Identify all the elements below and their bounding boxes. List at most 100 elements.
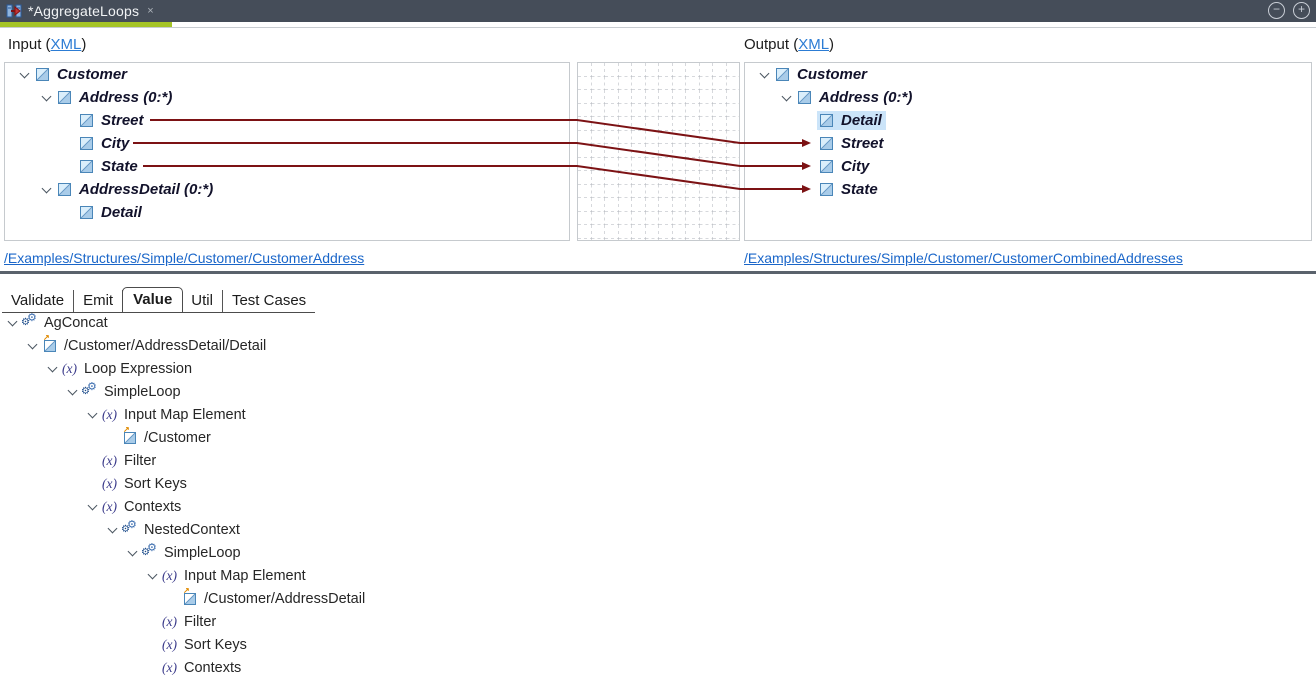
input-tree-item-state[interactable]: State — [5, 155, 569, 178]
value-tree-item-customer-path[interactable]: /Customer — [0, 425, 1316, 449]
fx-icon: (x) — [102, 476, 117, 491]
expand-button[interactable]: + — [1293, 2, 1310, 19]
value-tree-item-sort-keys-2[interactable]: (x) Sort Keys — [0, 633, 1316, 656]
value-tree-item-addressdetail-path[interactable]: /Customer/AddressDetail — [0, 586, 1316, 610]
tree-item-label: /Customer — [144, 429, 211, 446]
tree-item-label: Input Map Element — [184, 567, 306, 584]
input-pane-header: Input (XML) — [8, 36, 86, 53]
input-schema-panel: Customer Address (0:*) Street City State… — [4, 62, 570, 241]
tree-item-label: Customer — [797, 66, 868, 83]
tree-item-label: Sort Keys — [184, 636, 247, 653]
value-tree-item-target-path[interactable]: /Customer/AddressDetail/Detail — [0, 333, 1316, 357]
xml-element-icon — [798, 91, 811, 104]
xml-element-icon — [58, 91, 71, 104]
fx-icon: (x) — [102, 499, 117, 514]
document-tab[interactable]: *AggregateLoops × — [0, 0, 172, 22]
chevron-down-icon[interactable] — [84, 407, 102, 423]
input-tree-item-detail[interactable]: Detail — [5, 201, 569, 224]
tree-item-label: /Customer/AddressDetail/Detail — [64, 337, 267, 354]
chevron-down-icon[interactable] — [757, 67, 773, 83]
gears-icon: ⚙⚙ — [21, 312, 37, 328]
value-tree-item-nestedcontext[interactable]: ⚙⚙ NestedContext — [0, 518, 1316, 541]
tree-item-label: Customer — [57, 66, 128, 83]
chevron-down-icon[interactable] — [17, 67, 33, 83]
tree-item-label: Loop Expression — [84, 360, 193, 377]
selected-row-highlight: Detail — [817, 111, 886, 130]
output-tree-item-state[interactable]: State — [745, 178, 1311, 201]
tab-test-cases[interactable]: Test Cases — [231, 292, 307, 309]
output-tree-item-detail[interactable]: Detail — [745, 109, 1311, 132]
input-label: Input ( — [8, 36, 51, 53]
value-tree-item-simpleloop[interactable]: ⚙⚙ SimpleLoop — [0, 380, 1316, 403]
value-tree-item-filter[interactable]: (x) Filter — [0, 449, 1316, 472]
fx-icon: (x) — [162, 568, 177, 583]
input-tree-item-street[interactable]: Street — [5, 109, 569, 132]
mapping-grid-canvas[interactable] — [577, 62, 740, 241]
chevron-down-icon[interactable] — [64, 384, 82, 400]
collapse-button[interactable]: − — [1268, 2, 1285, 19]
output-tree-item-address[interactable]: Address (0:*) — [745, 86, 1311, 109]
output-tree-item-city[interactable]: City — [745, 155, 1311, 178]
tree-item-label: Street — [841, 135, 884, 152]
output-tree-item-street[interactable]: Street — [745, 132, 1311, 155]
horizontal-splitter[interactable] — [0, 271, 1316, 274]
chevron-down-icon[interactable] — [4, 315, 22, 331]
output-schema-panel: Customer Address (0:*) Detail Street Cit… — [744, 62, 1312, 241]
xml-element-icon — [80, 160, 93, 173]
input-xml-link[interactable]: XML — [50, 36, 82, 53]
tree-item-label: State — [101, 158, 138, 175]
fx-icon: (x) — [162, 660, 177, 675]
tree-item-label: Street — [101, 112, 144, 129]
value-tree-item-input-map-element[interactable]: (x) Input Map Element — [0, 403, 1316, 426]
fx-icon: (x) — [162, 614, 177, 629]
value-tree-item-loop-expression[interactable]: (x) Loop Expression — [0, 357, 1316, 380]
chevron-down-icon[interactable] — [39, 182, 55, 198]
chevron-down-icon[interactable] — [24, 338, 42, 354]
tab-validate[interactable]: Validate — [2, 290, 75, 312]
close-tab-icon[interactable]: × — [147, 5, 154, 17]
value-tree-item-filter-2[interactable]: (x) Filter — [0, 610, 1316, 633]
input-tree-item-address[interactable]: Address (0:*) — [5, 86, 569, 109]
value-tree-item-input-map-element-2[interactable]: (x) Input Map Element — [0, 564, 1316, 587]
xpath-element-icon — [123, 425, 136, 444]
chevron-down-icon[interactable] — [44, 361, 62, 377]
tree-item-label: NestedContext — [144, 521, 240, 538]
bottom-tab-strip: Validate Emit Value Util Test Cases — [2, 286, 316, 313]
chevron-down-icon[interactable] — [104, 522, 122, 538]
output-structure-link[interactable]: /Examples/Structures/Simple/Customer/Cus… — [744, 250, 1183, 266]
chevron-down-icon[interactable] — [84, 499, 102, 515]
tree-item-label: Contexts — [184, 659, 242, 676]
output-label-suffix: ) — [829, 36, 835, 53]
input-tree-item-addressdetail[interactable]: AddressDetail (0:*) — [5, 178, 569, 201]
chevron-down-icon[interactable] — [144, 568, 162, 584]
chevron-down-icon[interactable] — [39, 90, 55, 106]
value-tree-item-sort-keys[interactable]: (x) Sort Keys — [0, 472, 1316, 495]
title-bar: *AggregateLoops × − + — [0, 0, 1316, 22]
value-tree-item-contexts-2[interactable]: (x) Contexts — [0, 656, 1316, 679]
tree-item-label: Sort Keys — [124, 475, 187, 492]
input-tree-item-city[interactable]: City — [5, 132, 569, 155]
tab-emit[interactable]: Emit — [74, 290, 124, 312]
xml-element-icon — [820, 114, 833, 127]
tree-item-label: SimpleLoop — [164, 544, 241, 561]
tab-util[interactable]: Util — [182, 290, 223, 312]
xml-element-icon — [80, 206, 93, 219]
input-structure-link[interactable]: /Examples/Structures/Simple/Customer/Cus… — [4, 250, 365, 266]
tree-item-label: City — [101, 135, 130, 152]
input-tree-item-customer[interactable]: Customer — [5, 63, 569, 86]
value-tree-item-simpleloop-2[interactable]: ⚙⚙ SimpleLoop — [0, 541, 1316, 564]
chevron-down-icon[interactable] — [779, 90, 795, 106]
output-tree-item-customer[interactable]: Customer — [745, 63, 1311, 86]
tree-item-label: City — [841, 158, 870, 175]
value-tree-item-agconcat[interactable]: ⚙⚙ AgConcat — [0, 311, 1316, 334]
xml-element-icon — [36, 68, 49, 81]
output-label: Output ( — [744, 36, 799, 53]
output-xml-link[interactable]: XML — [798, 36, 830, 53]
xml-element-icon — [820, 183, 833, 196]
value-tree-item-contexts[interactable]: (x) Contexts — [0, 495, 1316, 518]
chevron-down-icon[interactable] — [124, 545, 142, 561]
xml-element-icon — [776, 68, 789, 81]
input-label-suffix: ) — [81, 36, 87, 53]
xml-element-icon — [820, 160, 833, 173]
tab-value[interactable]: Value — [122, 287, 184, 313]
